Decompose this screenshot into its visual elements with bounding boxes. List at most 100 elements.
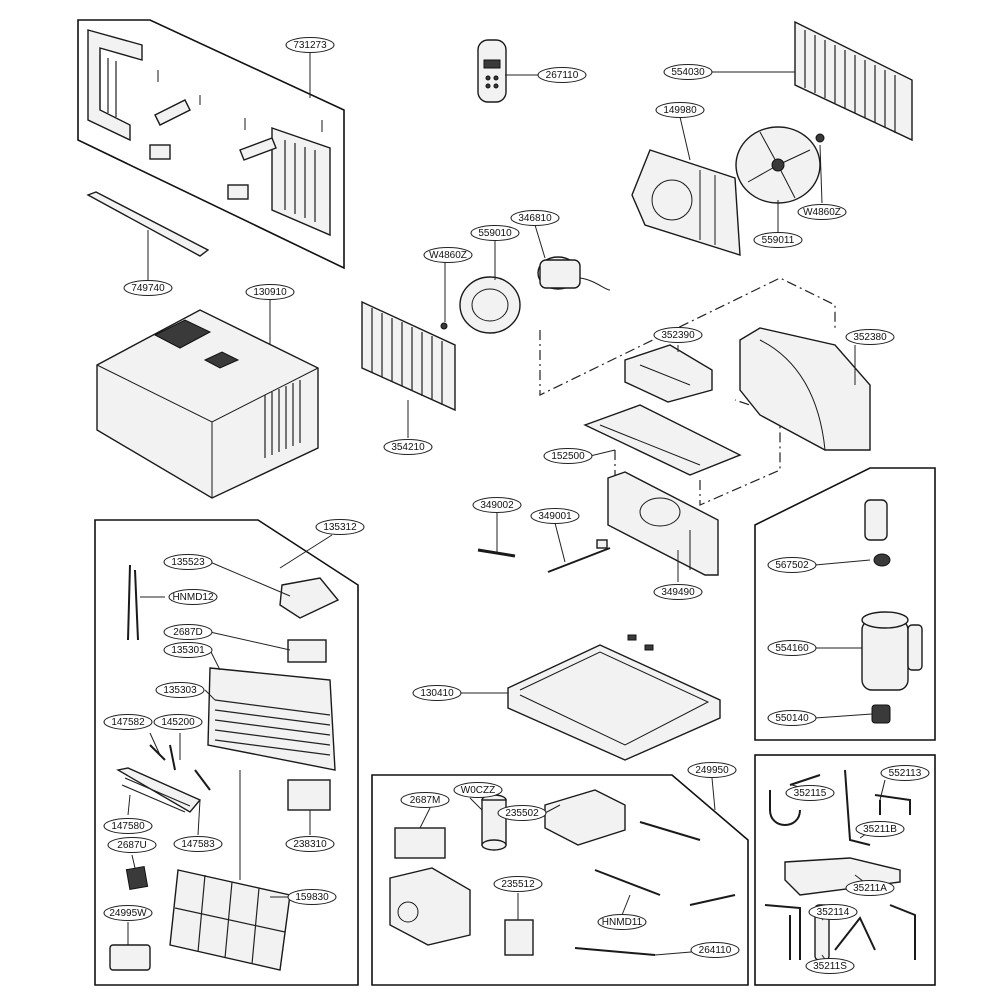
- callout-346810: 346810: [510, 210, 560, 226]
- callout-label: 147582: [111, 717, 145, 728]
- callout-oval: [597, 914, 647, 930]
- callout-352114: 352114: [808, 904, 858, 920]
- callout-label: 149980: [663, 105, 697, 116]
- callout-oval: [797, 204, 847, 220]
- top-rail: [86, 191, 210, 257]
- callout-235512: 235512: [493, 876, 543, 892]
- callout-label: 567502: [775, 560, 809, 571]
- callout-oval: [163, 642, 213, 658]
- callout-label: 235502: [505, 808, 539, 819]
- callout-552113: 552113: [880, 765, 930, 781]
- callout-135523: 135523: [163, 554, 213, 570]
- callout-label: W4860Z: [803, 207, 841, 218]
- callout-235502: 235502: [497, 805, 547, 821]
- callout-label: 346810: [518, 213, 552, 224]
- callout-oval: [653, 327, 703, 343]
- callout-oval: [663, 64, 713, 80]
- callout-oval: [855, 821, 905, 837]
- callout-267110: 267110: [537, 67, 587, 83]
- callout-oval: [315, 519, 365, 535]
- callout-oval: [767, 710, 817, 726]
- tubing-parts: [764, 769, 916, 961]
- callout-label: 2687U: [117, 840, 146, 851]
- callout-label: 352115: [794, 788, 827, 799]
- callout-567502: 567502: [767, 557, 817, 573]
- callout-label: 135312: [323, 522, 357, 533]
- callout-731273: 731273: [285, 37, 335, 53]
- callout-oval: [805, 958, 855, 974]
- evaporator-coil: [361, 300, 456, 412]
- callout-352390: 352390: [653, 327, 703, 343]
- callout-label: 2687D: [173, 627, 202, 638]
- callout-oval: [453, 782, 503, 798]
- callout-130410: 130410: [412, 685, 462, 701]
- callout-oval: [103, 818, 153, 834]
- callout-label: 349001: [538, 511, 572, 522]
- callout-oval: [245, 284, 295, 300]
- callout-label: 349002: [480, 500, 514, 511]
- callout-label: 550140: [775, 713, 809, 724]
- callout-label: 354210: [391, 442, 425, 453]
- callout-oval: [423, 247, 473, 263]
- callout-oval: [530, 508, 580, 524]
- callout-label: 159830: [295, 892, 329, 903]
- callout-label: 238310: [293, 839, 327, 850]
- callout-147582: 147582: [103, 714, 153, 730]
- leader-lines: [127, 53, 886, 967]
- callout-135301: 135301: [163, 642, 213, 658]
- callout-559011: 559011: [753, 232, 803, 248]
- callout-oval: [123, 280, 173, 296]
- callout-oval: [285, 37, 335, 53]
- callout-label: 352390: [661, 330, 695, 341]
- side-curtain-right: [271, 127, 331, 237]
- callout-2687d: 2687D: [163, 624, 213, 640]
- callout-label: 145200: [161, 717, 195, 728]
- group-box-electrical: [371, 774, 749, 986]
- callout-label: 349490: [661, 587, 695, 598]
- callout-oval: [510, 210, 560, 226]
- callout-oval: [383, 439, 433, 455]
- callout-2687m: 2687M: [400, 792, 450, 808]
- callout-hnmd11: HNMD11: [597, 914, 647, 930]
- callout-oval: [412, 685, 462, 701]
- callout-label: 130410: [420, 688, 454, 699]
- group-box-control-front: [94, 519, 359, 986]
- callout-554030: 554030: [663, 64, 713, 80]
- callout-oval: [653, 584, 703, 600]
- callout-349001: 349001: [530, 508, 580, 524]
- callout-oval: [163, 624, 213, 640]
- callout-oval: [845, 880, 895, 896]
- callout-238310: 238310: [285, 836, 335, 852]
- callout-label: 24995W: [109, 908, 147, 919]
- callout-w4860z-a: W4860Z: [423, 247, 473, 263]
- callout-oval: [168, 589, 218, 605]
- callout-349002: 349002: [472, 497, 522, 513]
- callout-label: HNMD11: [602, 917, 643, 928]
- callout-label: 559011: [762, 235, 795, 246]
- callout-oval: [687, 762, 737, 778]
- callout-oval: [493, 876, 543, 892]
- callout-oval: [287, 889, 337, 905]
- callout-label: 552113: [889, 768, 922, 779]
- callout-35211b: 35211B: [855, 821, 905, 837]
- callout-oval: [537, 67, 587, 83]
- callout-label: 267110: [546, 70, 579, 81]
- callout-label: 152500: [551, 451, 585, 462]
- compressor: [861, 499, 923, 724]
- callout-label: HNMD12: [172, 592, 214, 603]
- assembly-line-upper: [539, 277, 836, 396]
- air-guide: [739, 327, 871, 451]
- front-panel-parts: [109, 564, 340, 971]
- callout-135303: 135303: [155, 682, 205, 698]
- callout-oval: [285, 836, 335, 852]
- callout-oval: [753, 232, 803, 248]
- callout-352115: 352115: [785, 785, 835, 801]
- fan-motor: [537, 256, 611, 291]
- remote-control: [477, 39, 507, 103]
- callout-label: W0CZZ: [461, 785, 495, 796]
- electrical-parts: [389, 789, 736, 956]
- motor-rod: [477, 548, 516, 558]
- callout-label: 731273: [293, 40, 327, 51]
